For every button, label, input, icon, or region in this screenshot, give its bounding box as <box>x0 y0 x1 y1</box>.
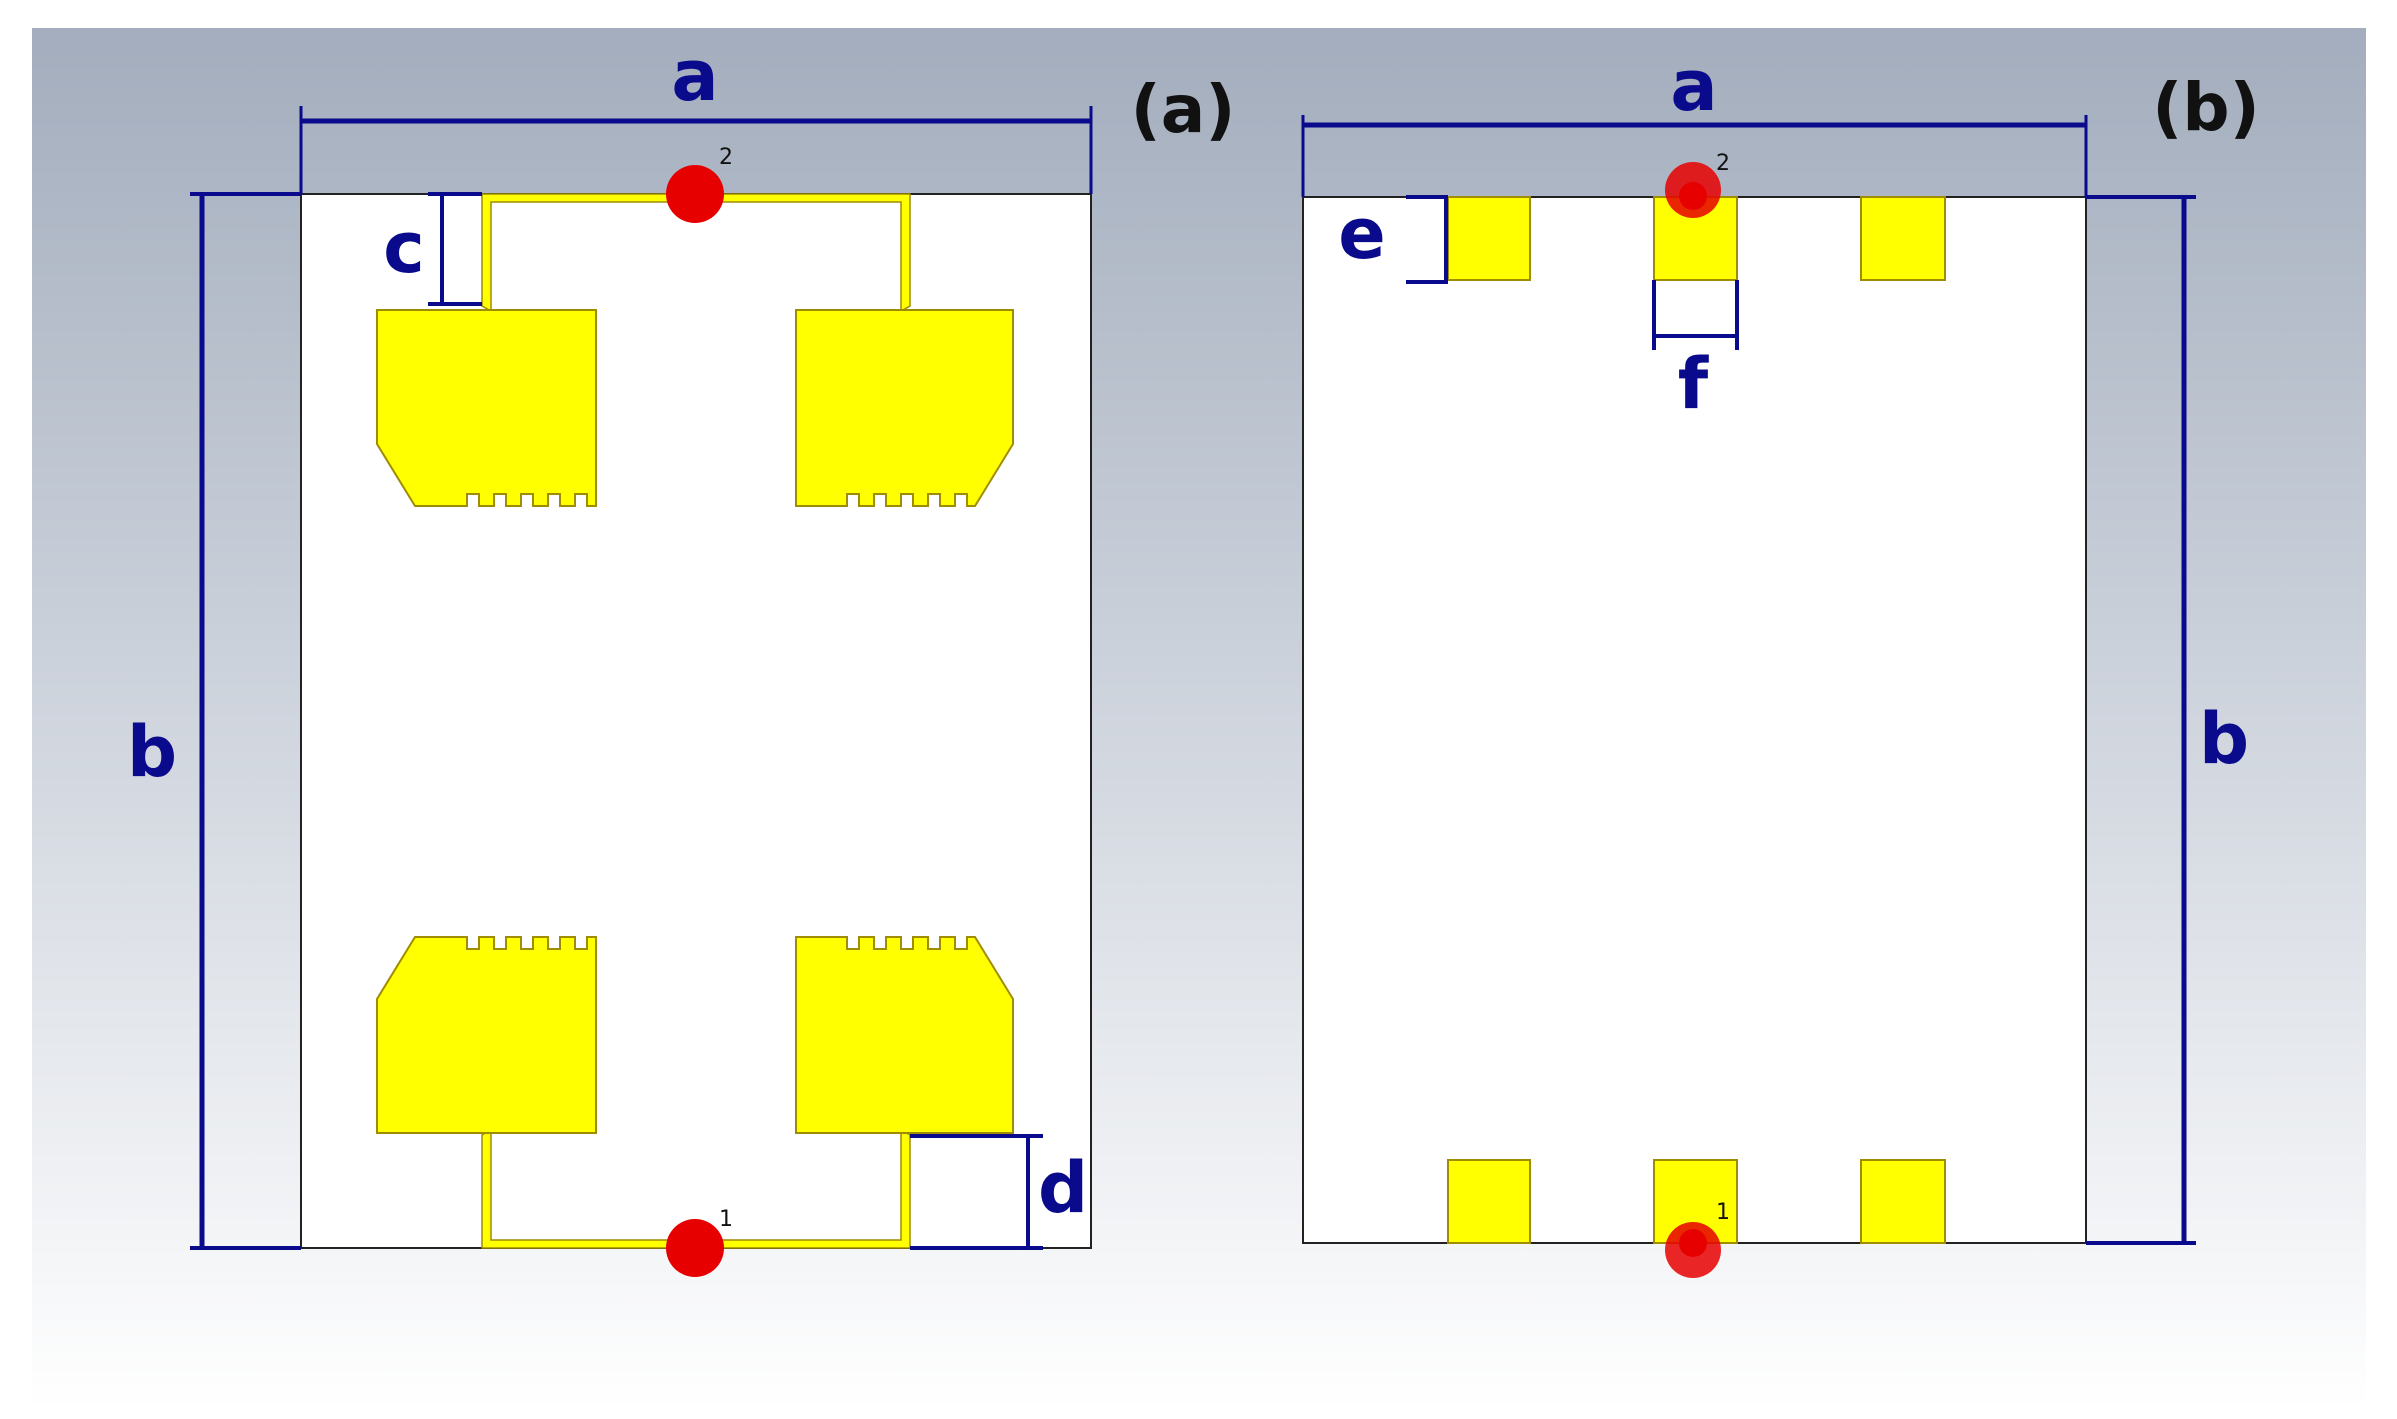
port-2-label-a: 2 <box>719 145 733 170</box>
port-1-label-b: 1 <box>1716 1200 1730 1225</box>
dimension-label-b-a: b <box>127 711 177 793</box>
panel-b: 2 1 a b e f (b) <box>1301 45 2260 1278</box>
substrate-b <box>1302 196 2087 1244</box>
dimension-c <box>428 192 482 306</box>
port-2-a <box>666 165 724 223</box>
dimension-label-f: f <box>1678 343 1710 425</box>
dimension-label-a-a: a <box>671 35 718 117</box>
port-2-b <box>1679 182 1707 210</box>
dimension-a-a <box>299 106 1093 194</box>
patch-top-right <box>795 309 1014 507</box>
feed-line-top-a <box>481 193 911 313</box>
dimension-d <box>910 1134 1043 1250</box>
patch-bottom-left <box>376 936 597 1134</box>
port-1-label-a: 1 <box>719 1207 733 1232</box>
dimension-label-c: c <box>383 207 425 289</box>
port-1-a <box>666 1219 724 1277</box>
dimension-f <box>1652 280 1739 350</box>
patch-bottom-right <box>795 936 1014 1134</box>
dimension-e <box>1406 195 1448 284</box>
dimension-a-b <box>1301 115 2088 197</box>
dimension-b-b <box>2086 195 2196 1245</box>
panel-label-a: (a) <box>1131 71 1236 148</box>
pad-bottom-left <box>1447 1159 1531 1244</box>
pad-bottom-right <box>1860 1159 1946 1244</box>
panel-label-b: (b) <box>2152 69 2260 146</box>
port-1-b <box>1679 1229 1707 1257</box>
dimension-label-b-b: b <box>2199 698 2249 780</box>
port-2-label-b: 2 <box>1716 151 1730 176</box>
pad-top-right <box>1860 196 1946 281</box>
dimension-label-e: e <box>1338 193 1385 275</box>
panel-a: 2 1 a b c d (a) <box>127 35 1235 1277</box>
dimension-label-a-b: a <box>1670 45 1717 127</box>
dimension-b-a <box>190 192 301 1250</box>
dimension-label-d: d <box>1038 1147 1088 1229</box>
patch-top-left <box>376 309 597 507</box>
pad-top-left <box>1447 196 1531 281</box>
